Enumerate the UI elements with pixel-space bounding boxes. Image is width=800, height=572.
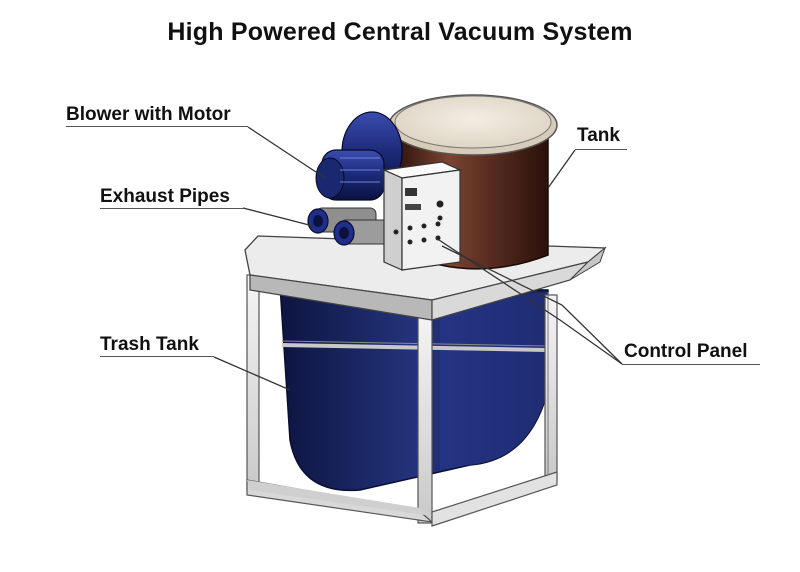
label-exhaust-pipes: Exhaust Pipes <box>100 186 230 207</box>
support-frame <box>246 274 558 527</box>
exhaust-pipes <box>307 207 399 246</box>
diagram-title: High Powered Central Vacuum System <box>167 18 633 46</box>
leader-tank <box>547 149 576 189</box>
leader-lines <box>213 126 623 391</box>
trash-tank <box>279 284 549 492</box>
leader-control <box>435 237 623 365</box>
label-underline-control <box>622 364 760 365</box>
control-panel-box <box>381 161 463 271</box>
label-trash-tank: Trash Tank <box>100 334 199 355</box>
label-underline-tank <box>575 149 627 150</box>
label-tank: Tank <box>577 125 620 146</box>
leader-trash <box>213 356 291 391</box>
label-blower-with-motor: Blower with Motor <box>66 104 231 125</box>
label-underline-trash <box>100 356 214 357</box>
label-underline-blower <box>66 126 248 127</box>
label-control-panel: Control Panel <box>624 341 748 362</box>
leader-blower <box>247 126 326 179</box>
leader-exhaust <box>242 207 314 227</box>
label-underline-exhaust <box>100 208 243 209</box>
